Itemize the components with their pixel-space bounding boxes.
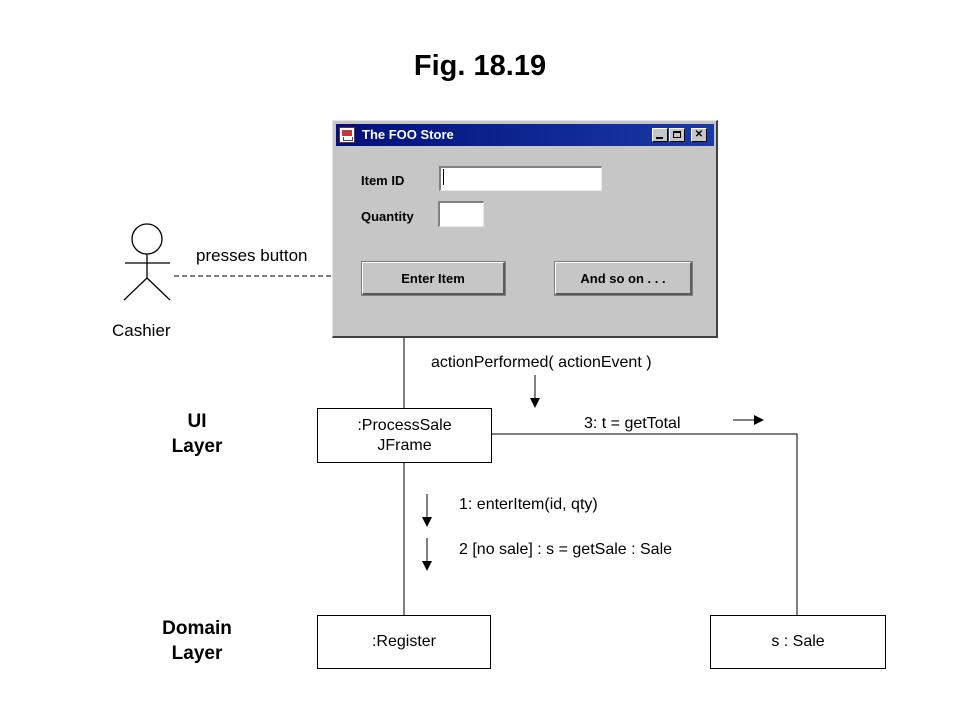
minimize-button[interactable] bbox=[652, 128, 668, 142]
register-box: :Register bbox=[317, 615, 491, 669]
ui-layer-label: UI Layer bbox=[150, 409, 244, 459]
domain-layer-line2: Layer bbox=[171, 643, 223, 664]
close-icon: ✕ bbox=[694, 129, 704, 140]
processsale-to-sale-link bbox=[492, 433, 798, 615]
process-sale-type: JFrame bbox=[377, 436, 432, 454]
and-so-on-button[interactable]: And so on . . . bbox=[554, 261, 693, 296]
close-button[interactable]: ✕ bbox=[691, 128, 707, 142]
item-id-label: Item ID bbox=[361, 173, 405, 188]
presses-button-label: presses button bbox=[196, 246, 308, 265]
domain-layer-line1: Domain bbox=[162, 618, 232, 639]
maximize-button[interactable] bbox=[669, 128, 685, 142]
window-title: The FOO Store bbox=[362, 127, 454, 142]
ui-layer-line1: UI bbox=[187, 411, 207, 432]
window-titlebar[interactable]: The FOO Store ✕ bbox=[336, 124, 714, 146]
get-total-label: 3: t = getTotal bbox=[584, 415, 681, 432]
ui-layer-line2: Layer bbox=[171, 436, 223, 457]
foo-store-window: The FOO Store ✕ Item ID Quantity Enter I… bbox=[332, 120, 718, 338]
item-id-field-wrap bbox=[439, 166, 602, 191]
quantity-label: Quantity bbox=[361, 209, 414, 224]
cashier-actor-icon bbox=[123, 223, 171, 301]
process-sale-name: :ProcessSale bbox=[357, 416, 452, 434]
cashier-label: Cashier bbox=[112, 321, 171, 340]
java-cup-icon bbox=[339, 127, 355, 143]
process-sale-jframe-box: :ProcessSale JFrame bbox=[317, 408, 492, 463]
get-sale-label: 2 [no sale] : s = getSale : Sale bbox=[459, 541, 673, 558]
item-id-input[interactable] bbox=[439, 166, 602, 191]
text-caret bbox=[443, 169, 444, 185]
enter-item-label: 1: enterItem(id, qty) bbox=[459, 496, 598, 513]
register-name: :Register bbox=[371, 633, 437, 650]
quantity-input[interactable] bbox=[438, 201, 484, 227]
domain-layer-label: Domain Layer bbox=[140, 616, 254, 666]
sale-name: s : Sale bbox=[771, 633, 825, 650]
figure-title: Fig. 18.19 bbox=[413, 50, 547, 82]
maximize-icon bbox=[673, 131, 681, 138]
action-performed-label: actionPerformed( actionEvent ) bbox=[431, 354, 652, 371]
sale-box: s : Sale bbox=[710, 615, 886, 669]
enter-item-button[interactable]: Enter Item bbox=[361, 261, 506, 296]
minimize-icon bbox=[656, 137, 663, 139]
